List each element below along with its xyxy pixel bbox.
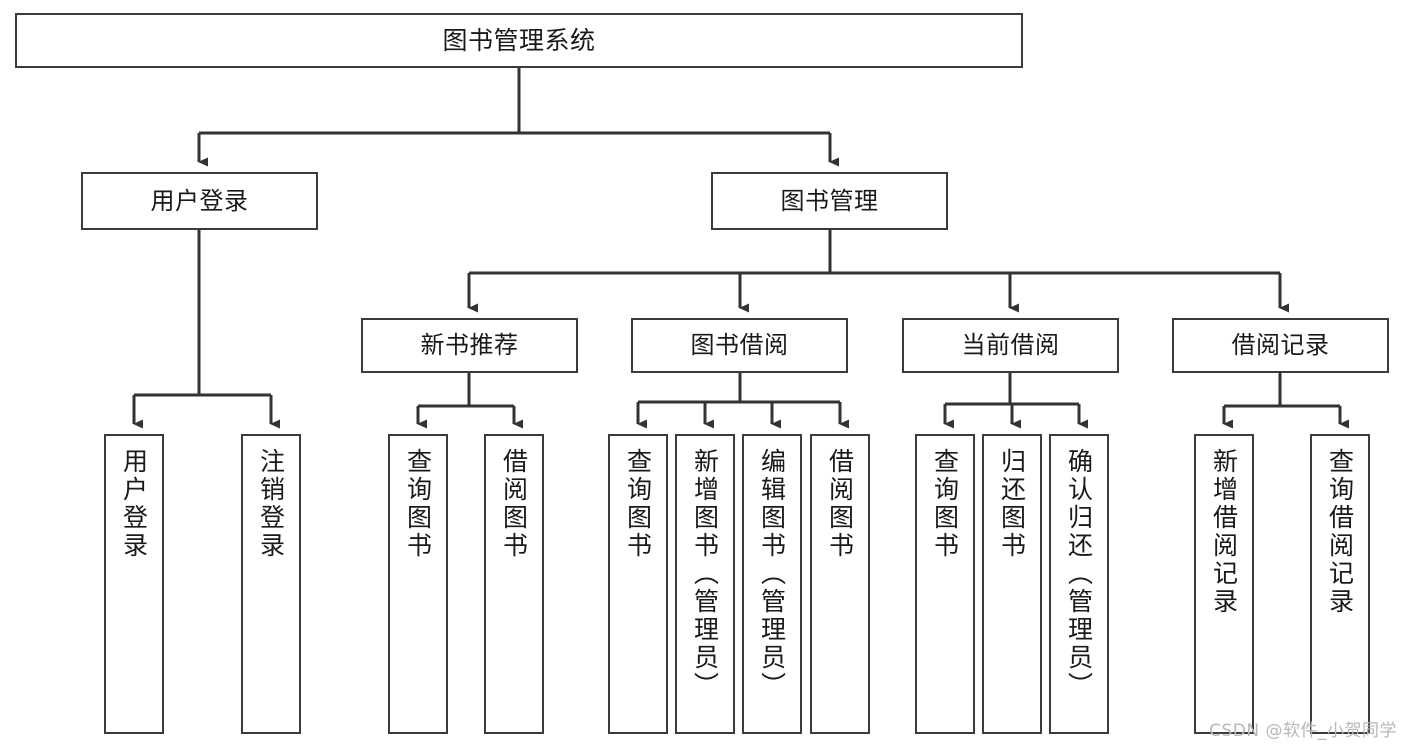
- leaf-book-borrow-borrow[interactable]: 借阅图书: [810, 434, 870, 734]
- node-user-login[interactable]: 用户登录: [81, 172, 318, 230]
- leaf-new-book-query-label: 查询图书: [403, 448, 433, 560]
- leaf-book-borrow-query[interactable]: 查询图书: [608, 434, 668, 734]
- leaf-current-borrow-return-label: 归还图书: [997, 448, 1027, 560]
- leaf-user-login-logout-label: 注销登录: [256, 448, 286, 560]
- leaf-user-login-login[interactable]: 用户登录: [104, 434, 164, 734]
- node-book-management[interactable]: 图书管理: [711, 172, 948, 230]
- leaf-current-borrow-query-label: 查询图书: [930, 448, 960, 560]
- node-book-management-label: 图书管理: [780, 186, 879, 215]
- node-borrow-record[interactable]: 借阅记录: [1172, 318, 1389, 373]
- leaf-user-login-logout[interactable]: 注销登录: [241, 434, 301, 734]
- node-user-login-label: 用户登录: [150, 186, 249, 215]
- leaf-borrow-record-query[interactable]: 查询借阅记录: [1310, 434, 1370, 734]
- leaf-current-borrow-return[interactable]: 归还图书: [982, 434, 1042, 734]
- leaf-book-borrow-edit-label: 编辑图书（管理员）: [757, 448, 787, 700]
- leaf-book-borrow-edit[interactable]: 编辑图书（管理员）: [742, 434, 802, 734]
- leaf-book-borrow-query-label: 查询图书: [623, 448, 653, 560]
- leaf-borrow-record-query-label: 查询借阅记录: [1325, 448, 1355, 616]
- node-current-borrow[interactable]: 当前借阅: [902, 318, 1119, 373]
- leaf-new-book-borrow-label: 借阅图书: [499, 448, 529, 560]
- leaf-borrow-record-add[interactable]: 新增借阅记录: [1194, 434, 1254, 734]
- node-root-system[interactable]: 图书管理系统: [15, 13, 1023, 68]
- leaf-current-borrow-confirm-return-label: 确认归还（管理员）: [1064, 448, 1094, 700]
- node-new-book-recommend[interactable]: 新书推荐: [361, 318, 578, 373]
- leaf-current-borrow-confirm-return[interactable]: 确认归还（管理员）: [1049, 434, 1109, 734]
- leaf-book-borrow-borrow-label: 借阅图书: [825, 448, 855, 560]
- leaf-user-login-login-label: 用户登录: [119, 448, 149, 560]
- leaf-new-book-borrow[interactable]: 借阅图书: [484, 434, 544, 734]
- leaf-book-borrow-add[interactable]: 新增图书（管理员）: [675, 434, 735, 734]
- leaf-new-book-query[interactable]: 查询图书: [388, 434, 448, 734]
- node-borrow-record-label: 借阅记录: [1231, 331, 1330, 360]
- leaf-borrow-record-add-label: 新增借阅记录: [1209, 448, 1239, 616]
- node-current-borrow-label: 当前借阅: [961, 331, 1060, 360]
- node-new-book-recommend-label: 新书推荐: [420, 331, 519, 360]
- leaf-book-borrow-add-label: 新增图书（管理员）: [690, 448, 720, 700]
- node-root-system-label: 图书管理系统: [442, 25, 596, 55]
- node-book-borrow[interactable]: 图书借阅: [631, 318, 848, 373]
- node-book-borrow-label: 图书借阅: [690, 331, 789, 360]
- leaf-current-borrow-query[interactable]: 查询图书: [915, 434, 975, 734]
